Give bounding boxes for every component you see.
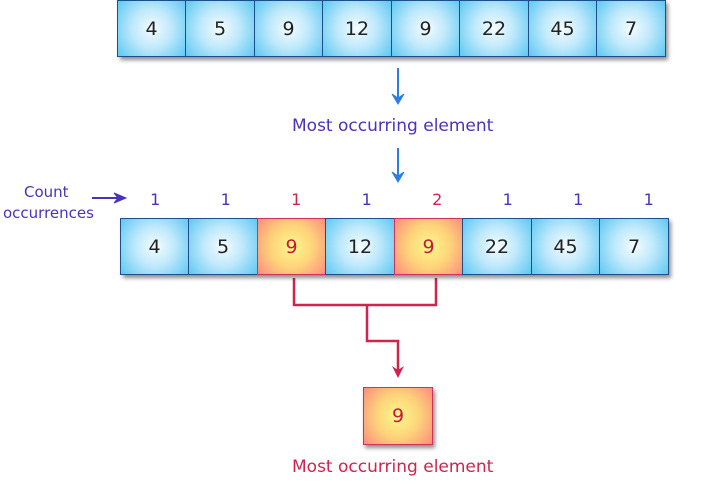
blue-arrow-1 [391, 68, 405, 105]
array-cell: 4 [119, 218, 190, 275]
count-value: 1 [291, 190, 302, 209]
count-value: 1 [150, 190, 161, 209]
array-cell: 5 [188, 218, 258, 275]
count-value: 2 [432, 190, 443, 209]
count-value: 1 [573, 190, 584, 209]
array-cell: 12 [325, 218, 395, 275]
count-label-line1: Count [24, 183, 69, 201]
result-cell: 9 [363, 387, 433, 445]
array-cell: 9 [253, 0, 324, 57]
array-cell: 9 [390, 0, 461, 57]
count-row: 1 1 1 1 2 1 1 1 [120, 190, 684, 209]
array-cell: 4 [116, 0, 187, 57]
count-value: 1 [502, 190, 513, 209]
red-arrowhead [392, 366, 404, 378]
count-value: 1 [220, 190, 231, 209]
array-cell: 22 [462, 218, 532, 275]
highlighted-array-cell: 9 [393, 218, 464, 275]
array-cell: 22 [459, 0, 529, 57]
array-cell: 45 [527, 0, 598, 57]
array-cell: 12 [322, 0, 392, 57]
array-cell: 5 [185, 0, 255, 57]
array-cell: 45 [530, 218, 601, 275]
count-value: 1 [361, 190, 372, 209]
count-arrow [92, 192, 128, 204]
count-label-line2: occurrences [3, 204, 94, 222]
step-label: Most occurring element [292, 116, 494, 136]
array-cell: 7 [596, 0, 666, 57]
bracket-connector [292, 278, 438, 372]
count-value: 1 [643, 190, 654, 209]
result-label: Most occurring element [292, 457, 494, 477]
blue-arrow-2 [391, 148, 405, 183]
array-cell: 7 [599, 218, 669, 275]
highlighted-array-cell: 9 [256, 218, 327, 275]
